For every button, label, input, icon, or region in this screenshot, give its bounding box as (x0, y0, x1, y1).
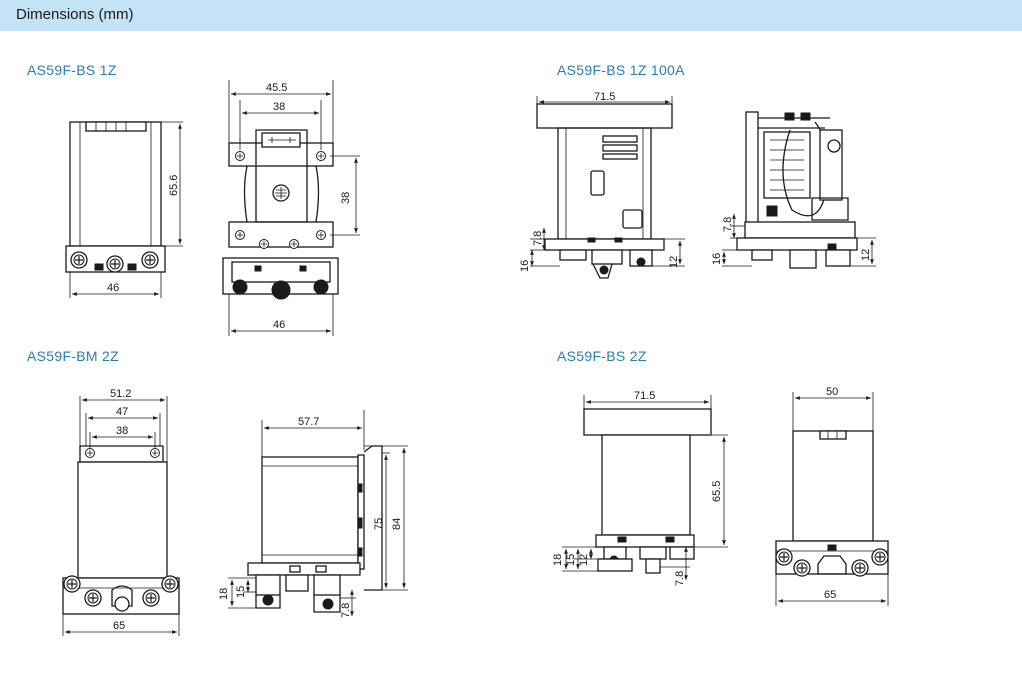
dim-100a-side-16: 16 (711, 253, 723, 265)
dim-100a-width: 71.5 (594, 91, 615, 103)
dim-bs1z-width: 46 (107, 282, 119, 294)
drawing-bm-2z-side (228, 410, 408, 613)
dim-100a-front-12: 12 (668, 256, 680, 268)
dim-bs2z-12: 12 (578, 554, 590, 566)
dim-bs1z-hole-pitch: 38 (273, 101, 285, 113)
model-label-bs-1z: AS59F-BS 1Z (27, 62, 117, 78)
dim-bs2z-width-71-5: 71.5 (634, 390, 655, 402)
drawing-bs-1z-100a-front (530, 96, 685, 279)
dim-bm2z-depth-57-7: 57.7 (298, 416, 319, 428)
drawing-bs-2z-front (562, 395, 728, 574)
dim-bs1z-base-width: 46 (273, 319, 285, 331)
drawing-bs-2z-side (775, 392, 889, 606)
dim-bm2z-15: 15 (235, 586, 247, 598)
section-title: Dimensions (mm) (16, 6, 134, 23)
drawing-bs-1z-100a-side (722, 111, 876, 269)
dim-bm2z-7-8: 7.8 (340, 603, 352, 618)
dim-bs1z-top-width: 45.5 (266, 82, 287, 94)
dim-bs2z-height-65-5: 65.5 (711, 481, 723, 502)
dim-100a-front-7-8: 7.8 (532, 231, 544, 246)
dim-bm2z-base-65: 65 (113, 620, 125, 632)
dim-100a-side-12: 12 (860, 249, 872, 261)
dim-100a-front-16: 16 (519, 260, 531, 272)
model-label-bm-2z: AS59F-BM 2Z (27, 348, 119, 364)
dim-bs2z-depth-50: 50 (826, 386, 838, 398)
dim-bm2z-height-84: 84 (391, 518, 403, 530)
dim-bm2z-hole-38: 38 (116, 425, 128, 437)
dim-bs1z-hole-vertical: 38 (340, 192, 352, 204)
section-header: Dimensions (mm) (0, 0, 1022, 31)
dim-bm2z-width-51-2: 51.2 (110, 388, 131, 400)
dim-bs2z-15: 15 (565, 554, 577, 566)
drawing-bs-1z-side (222, 80, 360, 336)
dim-bm2z-width-47: 47 (116, 406, 128, 418)
dim-bs2z-base-65: 65 (824, 589, 836, 601)
dim-bm2z-height-75: 75 (373, 518, 385, 530)
model-label-bs-1z-100a: AS59F-BS 1Z 100A (557, 62, 685, 78)
dim-bs1z-height: 65.6 (168, 175, 180, 196)
drawing-bs-1z-front (65, 121, 183, 273)
model-label-bs-2z: AS59F-BS 2Z (557, 348, 647, 364)
dim-bm2z-18: 18 (218, 588, 230, 600)
dim-bs2z-7-8: 7.8 (674, 571, 686, 586)
dim-100a-side-7-8: 7.8 (722, 217, 734, 232)
dim-bs2z-18: 18 (552, 554, 564, 566)
drawing-bm-2z-front (62, 396, 180, 636)
